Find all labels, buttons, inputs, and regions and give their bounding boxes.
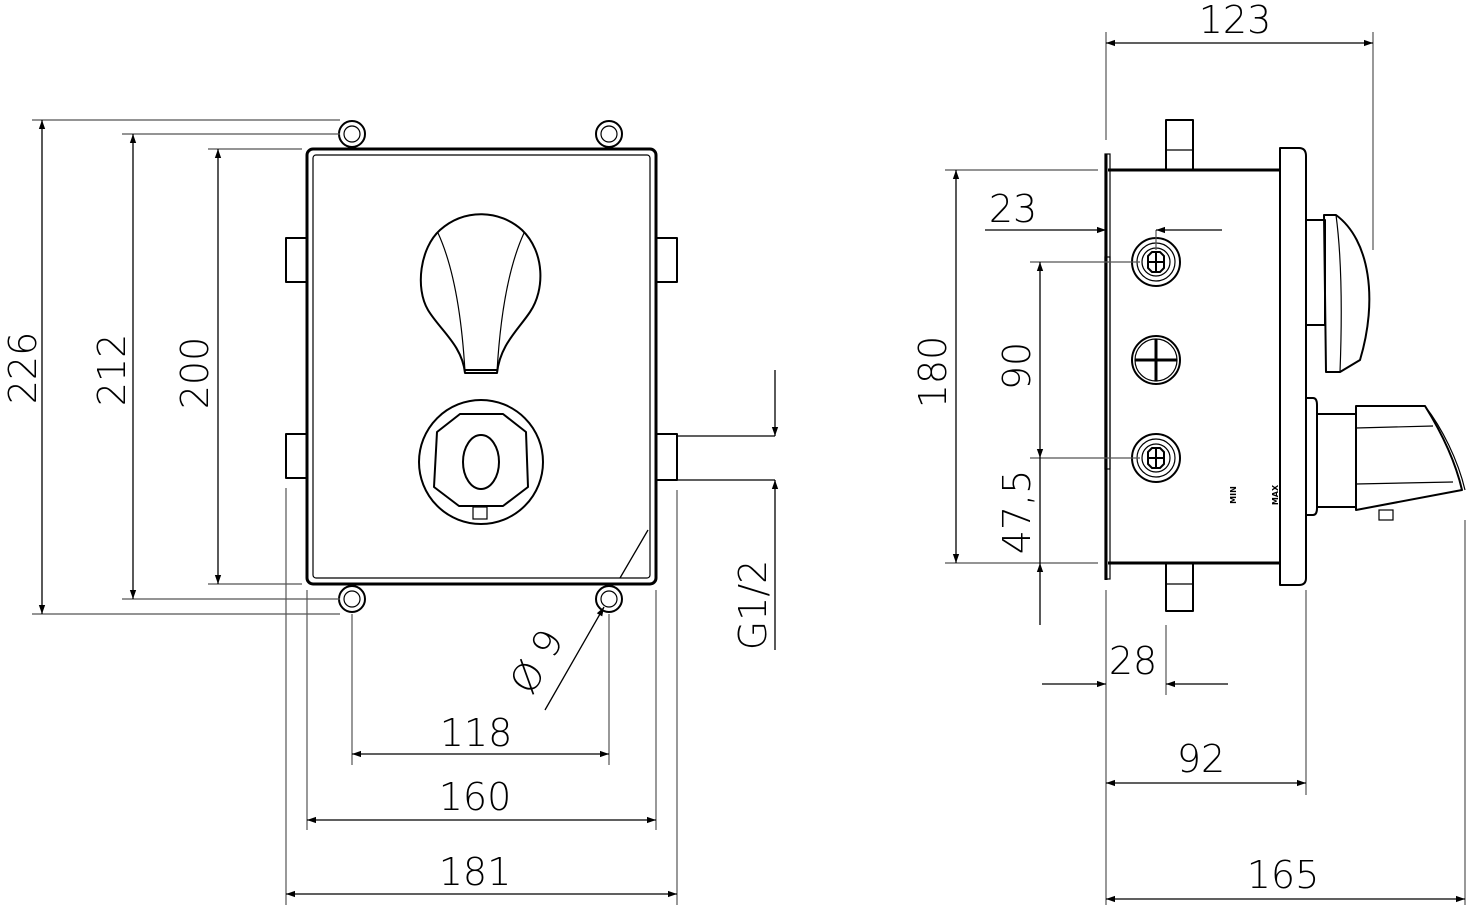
dim-leader-diameter	[544, 606, 605, 711]
dim-label-23: 23	[989, 187, 1037, 231]
mixer-body-inner	[312, 154, 651, 579]
dim-label-118: 118	[440, 711, 513, 755]
flow-handle-icon	[419, 213, 542, 374]
front-view: 226 212 200 118 160 181 Ø 9 G1/2	[1, 119, 779, 905]
thermostat-knob-icon	[418, 399, 544, 525]
side-view: MIN MAX 123	[911, 0, 1466, 905]
stub-right-top	[656, 237, 678, 283]
front-flange	[1279, 147, 1307, 586]
dim-label-diameter: Ø 9	[501, 622, 572, 701]
flow-handle-side-icon	[1306, 214, 1371, 373]
stub-right-bottom	[656, 433, 678, 481]
dim-label-92: 92	[1177, 737, 1225, 781]
min-label: MIN	[1229, 486, 1238, 504]
stub-left-top	[285, 237, 307, 283]
dim-label-200: 200	[173, 337, 217, 410]
mounting-lug-top-left	[338, 120, 366, 148]
thermostat-knob-side-icon	[1306, 397, 1466, 521]
mixer-body-outline	[305, 147, 658, 586]
dim-label-90: 90	[995, 342, 1039, 390]
dim-label-165: 165	[1247, 853, 1320, 897]
dim-label-180: 180	[911, 336, 955, 409]
dim-label-212: 212	[90, 334, 134, 407]
dim-label-181: 181	[439, 850, 512, 894]
dim-label-160: 160	[439, 775, 512, 819]
cross-plug-icon	[1131, 335, 1181, 385]
max-label: MAX	[1271, 484, 1280, 505]
mounting-lug-bottom-right	[595, 585, 623, 613]
dim-label-47-5: 47,5	[995, 470, 1039, 555]
stub-top	[1165, 119, 1194, 171]
dim-label-226: 226	[1, 332, 45, 405]
mounting-lug-bottom-left	[338, 585, 366, 613]
dim-label-g12: G1/2	[731, 560, 775, 651]
stub-bottom	[1165, 562, 1194, 612]
stub-left-bottom	[285, 433, 307, 479]
dim-label-28: 28	[1109, 639, 1157, 683]
mounting-lug-top-right	[595, 120, 623, 148]
dim-label-123: 123	[1199, 0, 1272, 42]
